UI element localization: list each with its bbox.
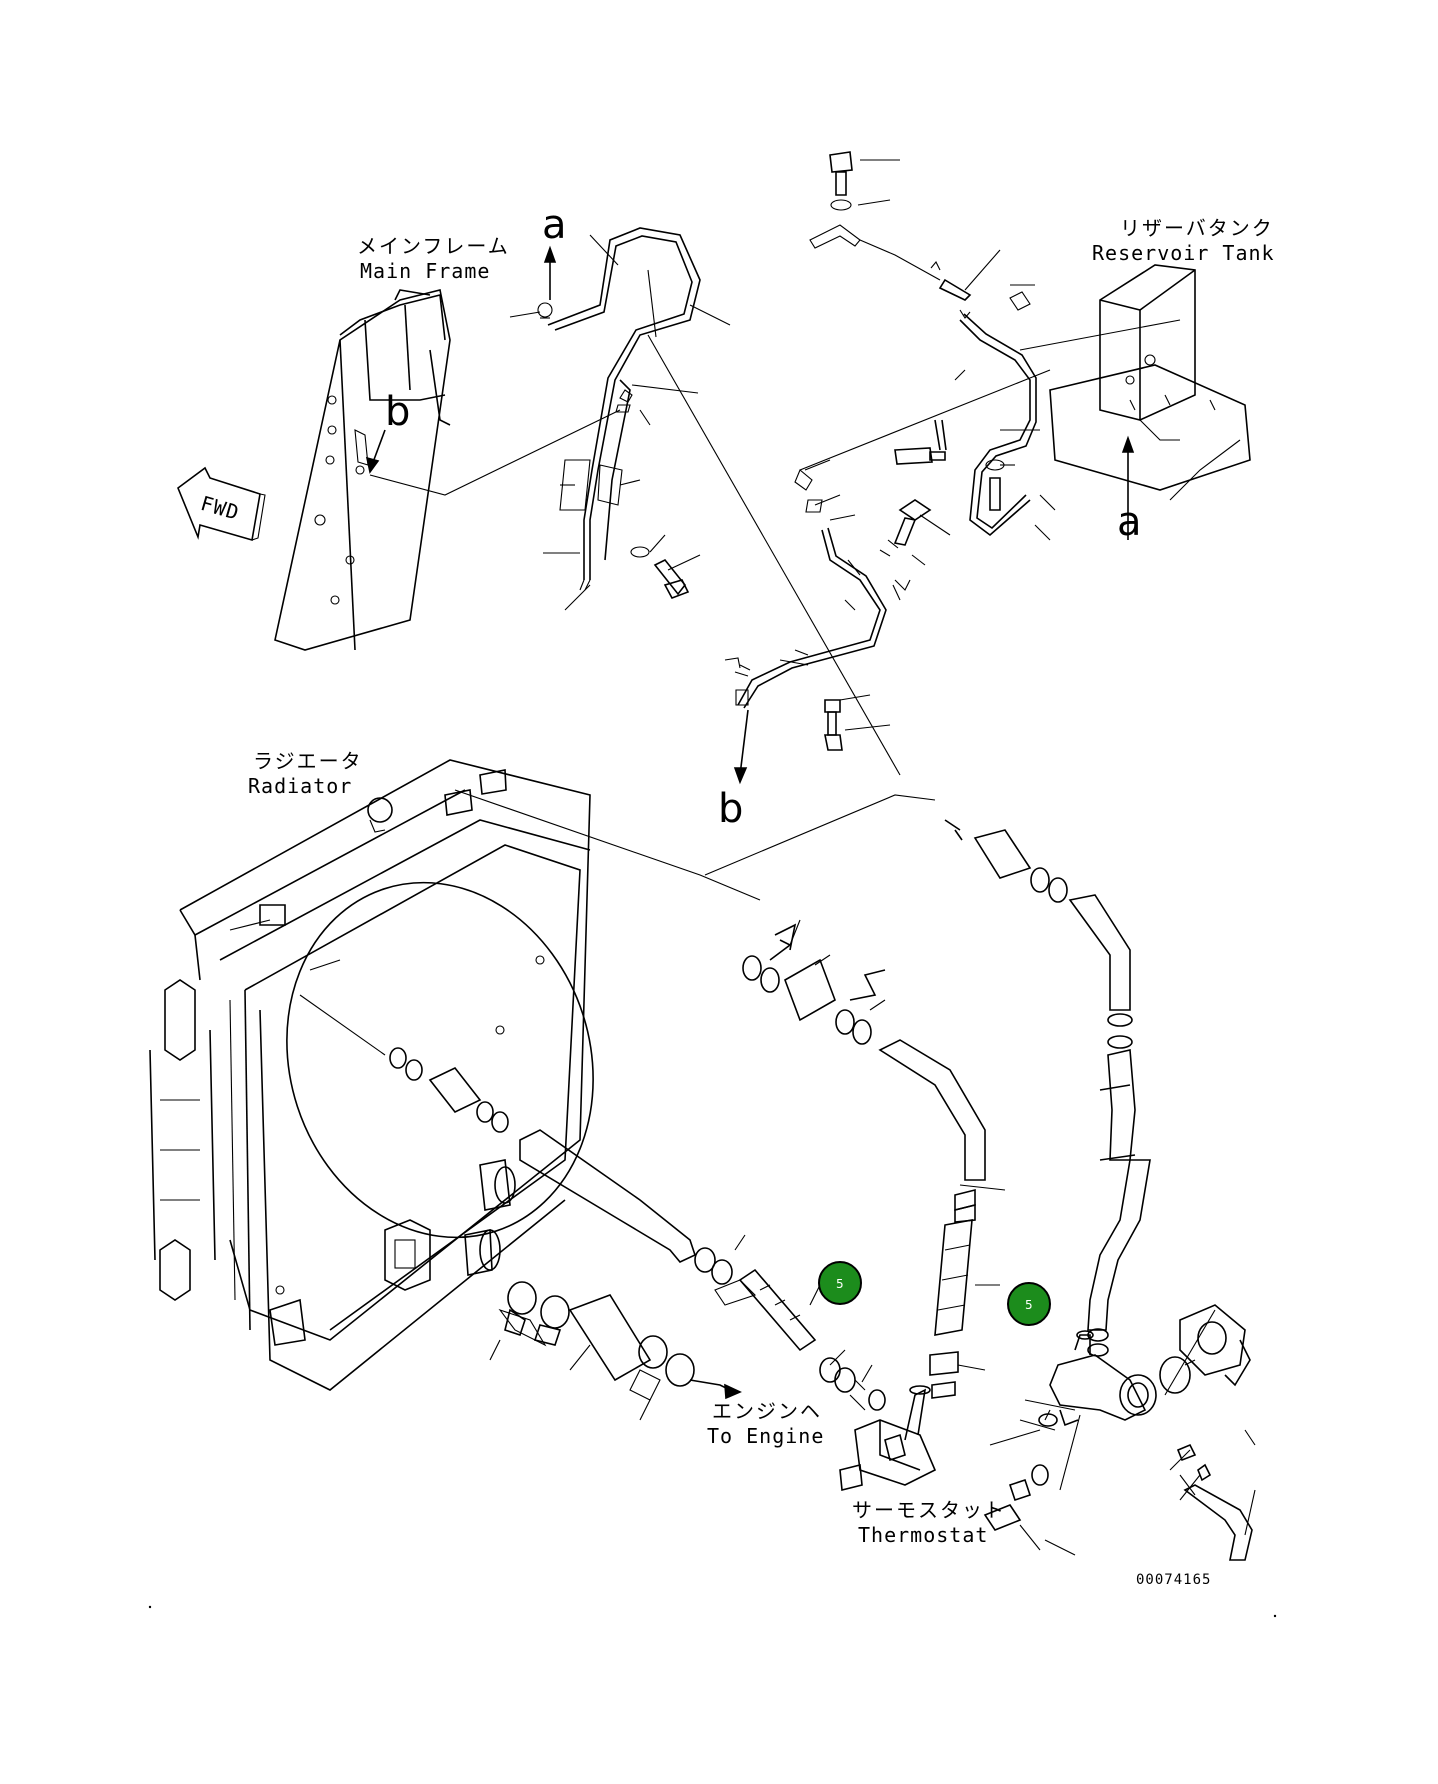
drawing-number: 00074165 bbox=[1136, 1572, 1211, 1588]
hotspot-2[interactable]: 5 bbox=[1007, 1282, 1051, 1326]
ref-a-right: a bbox=[1117, 435, 1142, 545]
center-hose bbox=[929, 1184, 1006, 1399]
ref-b-frame: b bbox=[365, 389, 410, 474]
hotspot-1[interactable]: 5 bbox=[818, 1261, 862, 1305]
lower-hose-assembly bbox=[489, 1281, 742, 1421]
ref-b-bottom: b bbox=[718, 709, 749, 832]
outlet-elbow-assembly bbox=[983, 1304, 1256, 1561]
reservoir-tank-drawing bbox=[1049, 264, 1251, 501]
ref-b-label-frame: b bbox=[385, 389, 410, 435]
upper-hose-assembly bbox=[454, 789, 1151, 1357]
reservoir-label-en: Reservoir Tank bbox=[1092, 241, 1275, 265]
thermostat-drawing bbox=[839, 1379, 937, 1492]
middle-hose-assembly bbox=[299, 994, 873, 1411]
fwd-arrow: FWD bbox=[177, 466, 266, 542]
main-frame-drawing bbox=[274, 289, 621, 651]
ref-a-label-left: a bbox=[542, 202, 567, 248]
main-frame-label-jp: メインフレーム bbox=[357, 234, 510, 258]
thermostat-label-jp: サーモスタット bbox=[852, 1498, 1006, 1522]
engine-label-en: To Engine bbox=[707, 1424, 824, 1448]
reservoir-label-jp: リザーバタンク bbox=[1120, 216, 1274, 240]
radiator-label-jp: ラジエータ bbox=[253, 749, 363, 773]
engine-label-jp: エンジンヘ bbox=[712, 1399, 822, 1423]
ref-a-left: a bbox=[542, 202, 567, 300]
radiator-label-en: Radiator bbox=[248, 774, 352, 798]
main-frame-label-en: Main Frame bbox=[360, 259, 490, 283]
ref-b-label-bottom: b bbox=[718, 786, 743, 832]
speck-left bbox=[148, 1605, 152, 1609]
ref-a-label-right: a bbox=[1117, 499, 1142, 545]
speck-right bbox=[1273, 1614, 1277, 1618]
center-pipe-assembly bbox=[724, 151, 1181, 751]
radiator-drawing bbox=[149, 759, 594, 1391]
thermostat-label-en: Thermostat bbox=[858, 1523, 988, 1547]
left-pipe-assembly bbox=[509, 227, 901, 776]
